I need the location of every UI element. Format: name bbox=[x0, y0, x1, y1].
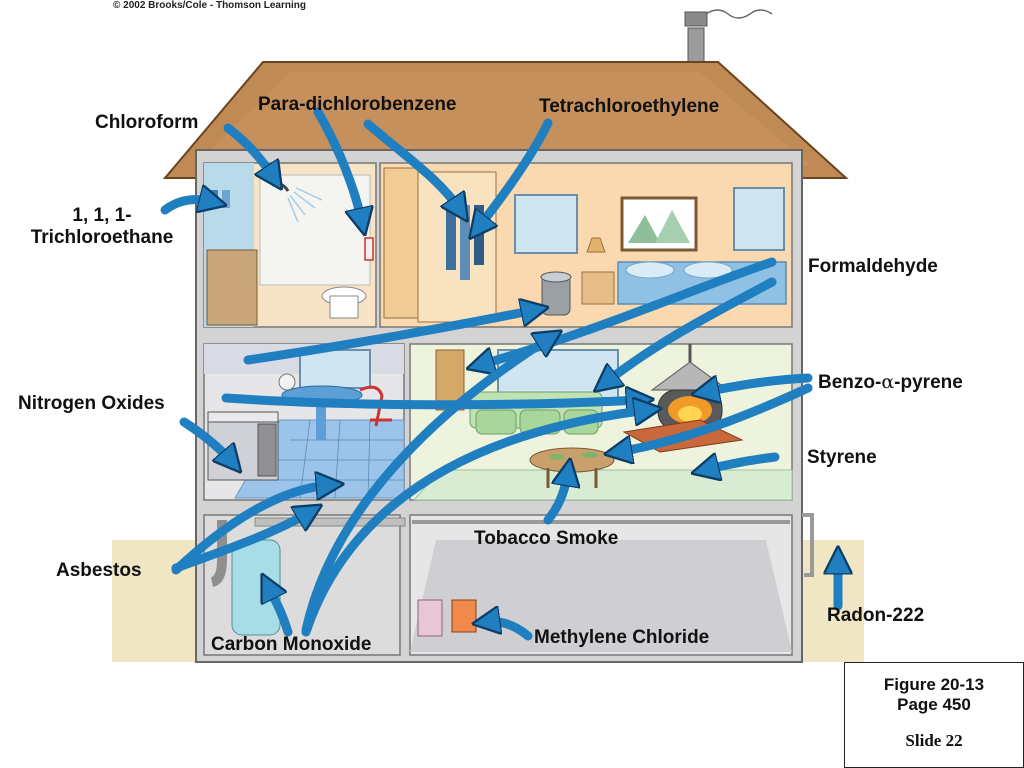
arrow-nitrogen-oxides-2 bbox=[179, 417, 232, 462]
arrow-methylene-chloride bbox=[486, 622, 533, 641]
arrow-asbestos-1 bbox=[171, 485, 330, 575]
label-asbestos: Asbestos bbox=[56, 560, 142, 581]
label-trichloroethane-line1: 1, 1, 1- bbox=[72, 205, 132, 226]
arrow-chloroform bbox=[160, 200, 213, 215]
coffee-table bbox=[529, 447, 615, 473]
arrow-formaldehyde-3 bbox=[605, 277, 777, 383]
arrow-chloroform-shower bbox=[223, 123, 274, 178]
label-radon-222: Radon-222 bbox=[827, 605, 925, 626]
arrow-carbon-monoxide-2 bbox=[301, 338, 550, 635]
arrow-asbestos-2 bbox=[171, 512, 310, 573]
arrow-benzo-pyrene-2 bbox=[618, 383, 813, 452]
arrow-formaldehyde-1 bbox=[243, 310, 535, 365]
figure-caption-box: Figure 20-13 Page 450 Slide 22 bbox=[844, 662, 1024, 768]
label-chloroform: Chloroform bbox=[95, 112, 199, 133]
label-carbon-monoxide: Carbon Monoxide bbox=[211, 634, 372, 655]
arrow-para-dichlorobenzene-1 bbox=[313, 107, 362, 222]
label-methylene-chloride: Methylene Chloride bbox=[534, 627, 710, 648]
label-tobacco-smoke: Tobacco Smoke bbox=[474, 528, 619, 549]
label-benzo-suffix: -pyrene bbox=[894, 372, 963, 393]
label-para-dichlorobenzene: Para-dichlorobenzene bbox=[258, 94, 457, 115]
arrow-benzo-pyrene-1 bbox=[705, 373, 813, 392]
figure-number: Figure 20-13 bbox=[883, 675, 985, 694]
label-nitrogen-oxides: Nitrogen Oxides bbox=[18, 393, 165, 414]
arrow-carbon-monoxide-3 bbox=[268, 586, 293, 637]
copyright-notice: © 2002 Brooks/Cole - Thomson Learning bbox=[113, 0, 306, 11]
label-formaldehyde: Formaldehyde bbox=[808, 256, 938, 277]
slide-number: Slide 22 bbox=[905, 731, 963, 750]
label-trichloroethane-line2: Trichloroethane bbox=[30, 226, 174, 248]
arrow-para-dichlorobenzene-2 bbox=[363, 119, 460, 210]
chimney-smoke bbox=[705, 9, 773, 19]
label-trichloroethane: 1, 1, 1- Trichloroethane bbox=[18, 205, 186, 249]
arrow-styrene bbox=[705, 452, 780, 470]
label-tetrachloroethylene: Tetrachloroethylene bbox=[539, 96, 720, 117]
label-styrene: Styrene bbox=[807, 447, 877, 468]
label-benzo-alpha: α bbox=[881, 371, 895, 393]
label-benzo-a-pyrene: Benzo-α-pyrene bbox=[818, 371, 963, 394]
arrow-tetrachloroethylene bbox=[478, 118, 553, 228]
arrow-nitrogen-oxides-1 bbox=[221, 398, 640, 405]
arrow-tobacco-smoke bbox=[543, 472, 568, 525]
figure-page: Page 450 bbox=[897, 695, 971, 714]
label-benzo-prefix: Benzo- bbox=[818, 372, 882, 393]
